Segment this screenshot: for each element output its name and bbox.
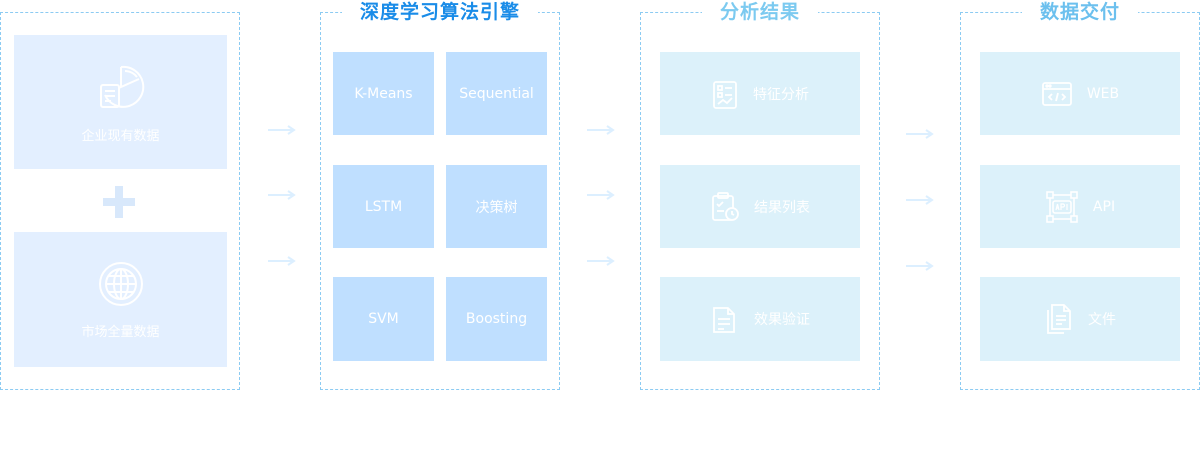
- documents-icon: [710, 302, 740, 336]
- clipboard-clock-icon: [710, 191, 740, 223]
- globe-icon: [96, 259, 146, 309]
- delivery-api: API: [980, 165, 1180, 248]
- delivery-title: 数据交付: [1021, 0, 1139, 25]
- results-frame: 分析结果: [640, 0, 880, 390]
- sources-frame: [0, 12, 240, 390]
- result-feature-analysis-label: 特征分析: [753, 86, 809, 103]
- algorithm-lstm: LSTM: [333, 165, 434, 248]
- arrow-right-icon: [268, 190, 296, 200]
- enterprise-data-label: 企业现有数据: [81, 128, 160, 144]
- delivery-file: 文件: [980, 277, 1180, 361]
- results-title: 分析结果: [701, 0, 819, 25]
- delivery-web: WEB: [980, 52, 1180, 135]
- arrow-right-icon: [906, 195, 934, 205]
- market-data-box: 市场全量数据: [14, 232, 227, 367]
- algorithm-sequential: Sequential: [446, 52, 547, 135]
- algorithm-boosting: Boosting: [446, 277, 547, 361]
- result-verification-label: 效果验证: [754, 312, 810, 328]
- arrow-right-icon: [587, 190, 615, 200]
- file-stack-icon: [1044, 302, 1074, 336]
- algorithm-k-means: K-Means: [333, 52, 434, 135]
- algorithm-decision-tree: 决策树: [446, 165, 547, 248]
- market-data-label: 市场全量数据: [81, 325, 160, 340]
- result-list: 结果列表: [660, 165, 860, 248]
- arrow-right-icon: [587, 256, 615, 266]
- algorithm-svm: SVM: [333, 277, 434, 361]
- result-verification: 效果验证: [660, 277, 860, 361]
- browser-code-icon: [1041, 80, 1073, 108]
- engine-title: 深度学习算法引擎: [341, 0, 539, 25]
- enterprise-data-box: 企业现有数据: [14, 35, 227, 169]
- delivery-api-label: API: [1092, 198, 1116, 215]
- api-icon: [1045, 190, 1079, 224]
- result-feature-analysis: 特征分析: [660, 52, 860, 135]
- delivery-web-label: WEB: [1086, 85, 1120, 102]
- arrow-right-icon: [587, 125, 615, 135]
- checklist-chart-icon: [711, 78, 739, 110]
- arrow-right-icon: [906, 261, 934, 271]
- delivery-file-label: 文件: [1088, 312, 1116, 328]
- arrow-right-icon: [268, 125, 296, 135]
- result-list-label: 结果列表: [754, 199, 810, 216]
- engine-frame: 深度学习算法引擎: [320, 0, 560, 390]
- arrow-right-icon: [268, 256, 296, 266]
- pie-chart-document-icon: [95, 61, 147, 113]
- arrow-right-icon: [906, 129, 934, 139]
- plus-icon: [103, 186, 135, 218]
